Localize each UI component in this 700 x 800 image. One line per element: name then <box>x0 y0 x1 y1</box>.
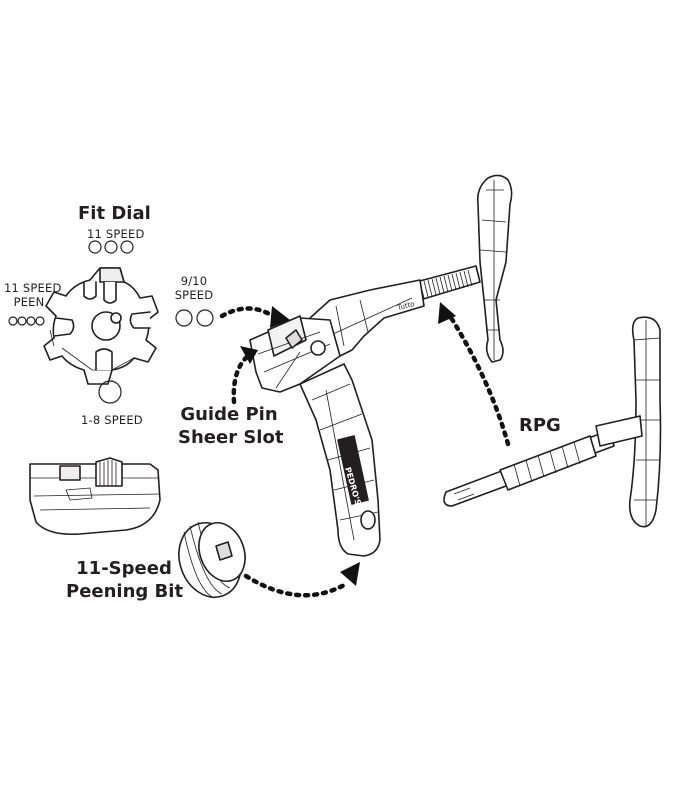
guide-pin-detail-icon <box>29 457 161 536</box>
rpg-tool-icon <box>443 316 662 528</box>
rpg-label: RPG <box>519 415 561 436</box>
arrow-slot-to-head <box>231 353 251 405</box>
fit-dial-title: Fit Dial <box>78 203 151 224</box>
peening-bit-icon <box>178 521 246 599</box>
arrow-bit-to-handle <box>243 573 349 598</box>
peening-bit-label: 11-Speed Peening Bit <box>66 558 184 602</box>
arrow-dial-to-head <box>219 306 279 321</box>
label-11-speed-peen: 11 SPEED PEEN <box>4 281 62 309</box>
guide-pin-label: Guide Pin Sheer Slot <box>178 404 284 448</box>
fit-dial-icon <box>43 267 159 385</box>
arrow-rpg-to-screw <box>447 313 511 447</box>
label-1-8-speed: 1-8 SPEED <box>81 413 143 427</box>
dotted-arrows <box>219 302 511 598</box>
label-11-speed: 11 SPEED <box>87 227 145 241</box>
chain-tool-icon <box>249 174 513 557</box>
fit-dial-size-circles <box>8 240 214 404</box>
label-9-10-speed: 9/10 SPEED <box>174 274 214 302</box>
